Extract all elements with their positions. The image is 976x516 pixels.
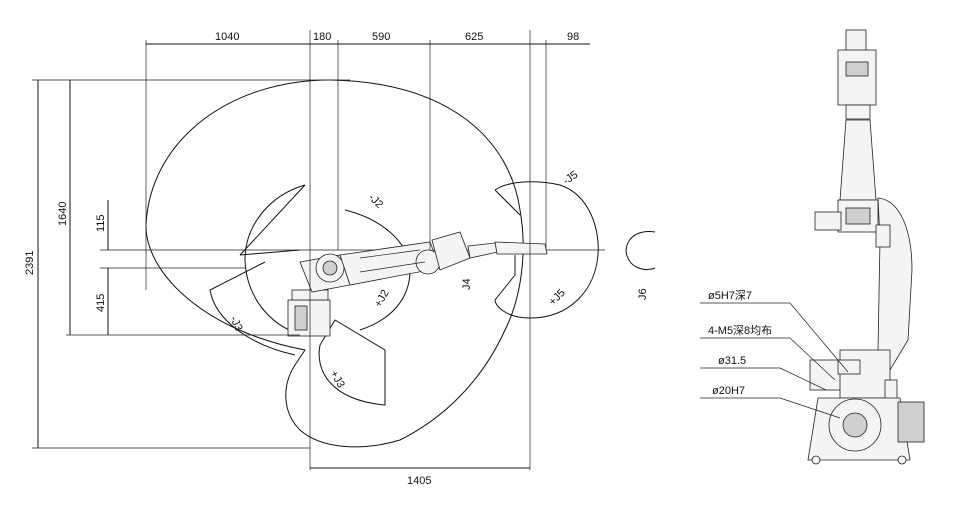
dim-1405: 1405 — [407, 475, 431, 487]
dim-590: 590 — [372, 31, 390, 43]
label-minus-j5: -J5 — [561, 169, 580, 188]
annotation-leaders — [700, 302, 849, 419]
label-plus-j2: +J2 — [372, 288, 391, 310]
dim-625: 625 — [465, 31, 483, 43]
annotation-diameter-2: ø20H7 — [712, 385, 745, 397]
dimension-lines — [32, 30, 590, 470]
label-j6: J6 — [637, 288, 649, 300]
label-j4: J4 — [461, 278, 473, 290]
work-envelope — [100, 79, 656, 448]
dimension-texts: 1040 180 590 625 98 2391 1640 115 415 14… — [24, 31, 579, 487]
label-minus-j3: -J3 — [227, 314, 244, 333]
label-minus-j2: -J2 — [366, 192, 385, 211]
dim-1640: 1640 — [57, 202, 69, 226]
dim-115: 115 — [95, 214, 107, 232]
dim-2391: 2391 — [24, 251, 36, 275]
dim-415: 415 — [95, 294, 107, 312]
annotation-texts: ø5H7深7 4-M5深8均布 ø31.5 ø20H7 — [708, 289, 772, 397]
label-plus-j3: +J3 — [327, 369, 346, 391]
label-plus-j5: +J5 — [547, 287, 568, 308]
robot-arm-side — [287, 231, 548, 337]
robot-front-view — [807, 29, 925, 465]
dim-180: 180 — [313, 31, 331, 43]
annotation-hole-2: 4-M5深8均布 — [708, 324, 772, 337]
annotation-hole-1: ø5H7深7 — [708, 289, 752, 302]
dim-98: 98 — [567, 31, 579, 43]
dim-1040: 1040 — [215, 31, 239, 43]
annotation-diameter-1: ø31.5 — [718, 355, 746, 367]
joint-labels: -J2 +J2 -J3 +J3 J4 -J5 +J5 J6 — [227, 169, 649, 390]
